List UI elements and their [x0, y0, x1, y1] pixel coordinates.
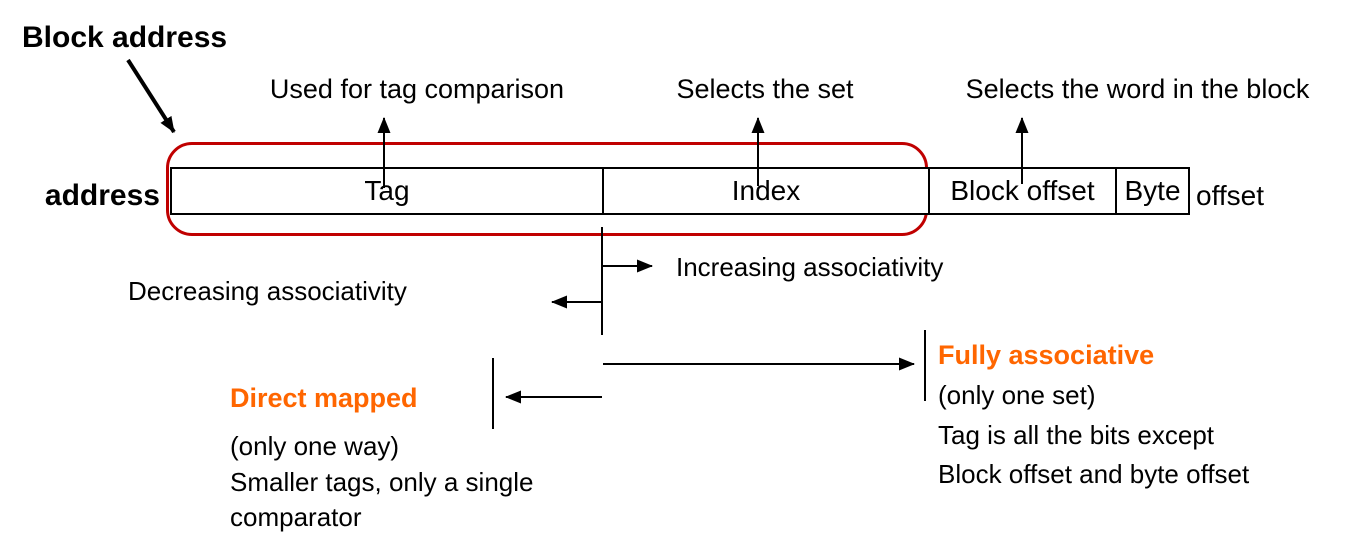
- field-cell-tag: Tag: [172, 169, 604, 213]
- direct-mapped-line-1: (only one way): [230, 431, 400, 461]
- block-address-pointer-arrow: [126, 58, 176, 134]
- address-label: address: [44, 179, 160, 212]
- fully-associative-line-1: (only one set): [938, 380, 1096, 410]
- fully-associative-line-3: Block offset and byte offset: [938, 459, 1250, 489]
- annotation-used-for-tag-comparison: Used for tag comparison: [269, 74, 565, 104]
- fully-associative-title: Fully associative: [938, 340, 1155, 370]
- offset-trailing-label: offset: [1196, 180, 1264, 211]
- annotation-selects-the-set: Selects the set: [676, 74, 854, 104]
- field-cell-byte: Byte: [1117, 169, 1188, 213]
- field-label-tag: Tag: [364, 175, 410, 206]
- direct-mapped-line-2: Smaller tags, only a single: [230, 467, 534, 497]
- field-cell-block-offset: Block offset: [930, 169, 1117, 213]
- address-fields-box: Tag Index Block offset Byte: [170, 167, 1190, 215]
- annotation-increasing-associativity: Increasing associativity: [676, 252, 944, 282]
- field-label-byte: Byte: [1124, 175, 1181, 206]
- annotation-decreasing-associativity: Decreasing associativity: [128, 276, 407, 306]
- block-address-title: Block address: [22, 21, 228, 54]
- fully-associative-line-2: Tag is all the bits except: [938, 420, 1215, 450]
- field-cell-index: Index: [604, 169, 930, 213]
- field-label-index: Index: [731, 175, 801, 206]
- direct-mapped-line-3: comparator: [230, 502, 362, 532]
- field-label-block-offset: Block offset: [950, 175, 1095, 206]
- annotation-selects-word-in-block: Selects the word in the block: [965, 74, 1310, 104]
- direct-mapped-title: Direct mapped: [230, 383, 418, 413]
